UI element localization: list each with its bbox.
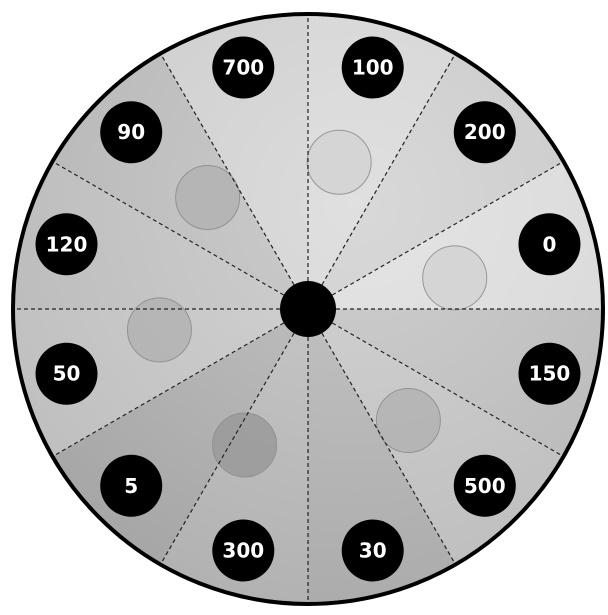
value-badge: 700 [212,37,274,99]
value-label: 120 [46,232,88,256]
value-badge: 300 [212,519,274,581]
value-badge: 0 [518,213,580,275]
value-badge: 5 [100,455,162,517]
value-label: 50 [53,362,81,386]
value-label: 200 [464,120,506,144]
value-label: 5 [124,474,138,498]
value-badge: 200 [454,101,516,163]
value-badge: 90 [100,101,162,163]
wheel-hub[interactable] [280,281,336,337]
value-badge: 120 [36,213,98,275]
value-label: 90 [117,120,145,144]
value-label: 300 [222,538,264,562]
value-label: 0 [543,232,557,256]
value-badge: 100 [342,37,404,99]
value-label: 500 [464,474,506,498]
value-badge: 30 [342,519,404,581]
puzzle-knob [213,413,277,477]
value-label: 100 [352,56,394,80]
value-badge: 50 [36,343,98,405]
puzzle-knob [127,298,191,362]
value-badge: 500 [454,455,516,517]
value-label: 700 [222,56,264,80]
puzzle-knob [307,130,371,194]
value-label: 30 [359,538,387,562]
value-label: 150 [529,362,571,386]
value-badge: 150 [518,343,580,405]
puzzle-knob [423,246,487,310]
